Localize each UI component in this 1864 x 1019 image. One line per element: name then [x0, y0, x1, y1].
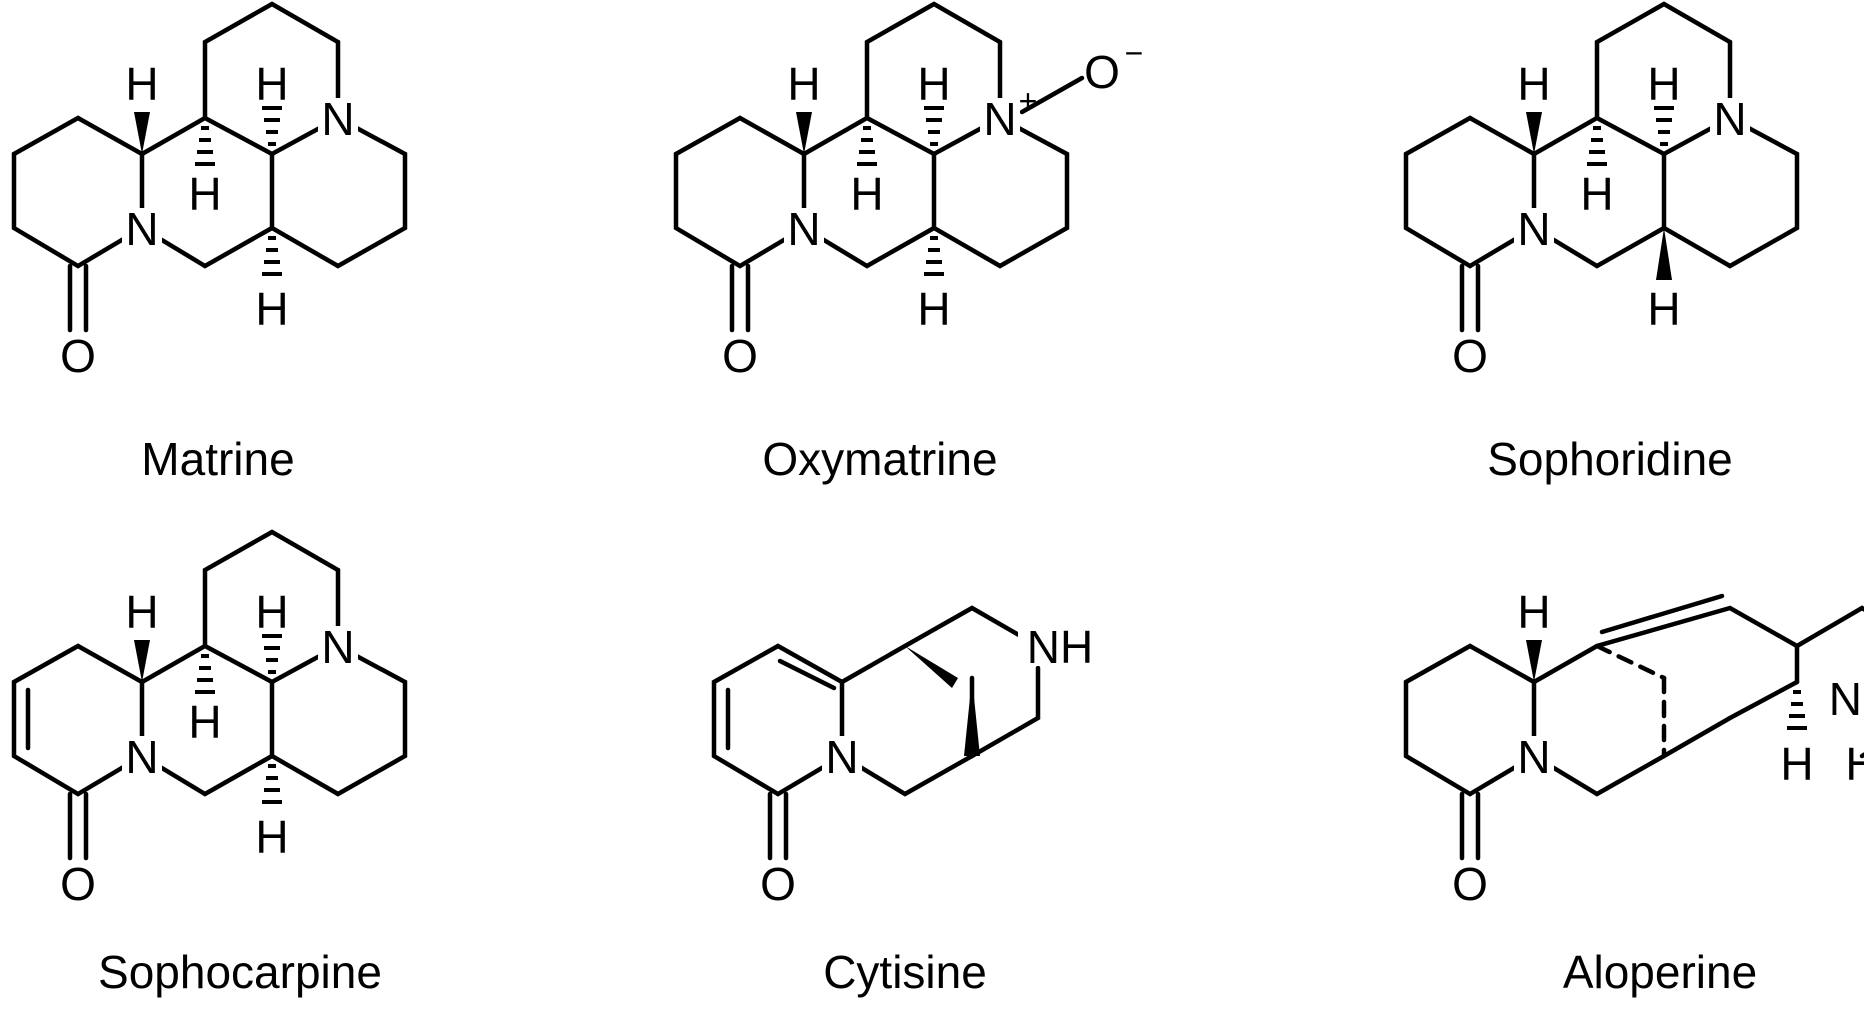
atom-o: O — [1452, 858, 1488, 910]
atom-h: H — [1580, 168, 1613, 220]
sophoridine-structure: N N H H H H O Sophoridine — [1403, 1, 1800, 485]
atom-h: H — [1517, 58, 1550, 110]
hash-bond — [1587, 106, 1674, 166]
atom-h: H — [255, 58, 288, 110]
atom-n: N — [787, 203, 820, 255]
atom-o: O — [760, 858, 796, 910]
hash-bond — [195, 106, 282, 276]
atom-n: N — [321, 621, 354, 673]
atom-o-minus: O — [1084, 46, 1120, 98]
atom-h: H — [255, 811, 288, 863]
atom-n: N — [125, 731, 158, 783]
atom-h: H — [188, 696, 221, 748]
atom-h: H — [255, 283, 288, 335]
atom-h: H — [1647, 283, 1680, 335]
atom-nh: NH — [1829, 673, 1864, 725]
atom-h: H — [1845, 738, 1864, 790]
compound-name-matrine: Matrine — [141, 433, 294, 485]
compound-name-sophocarpine: Sophocarpine — [98, 946, 382, 998]
hash-bond — [857, 106, 944, 276]
atom-nh: NH — [1027, 621, 1093, 673]
atom-h: H — [917, 283, 950, 335]
atom-o: O — [1452, 330, 1488, 382]
compound-name-aloperine: Aloperine — [1563, 946, 1757, 998]
atom-n: N — [1517, 203, 1550, 255]
atom-n: N — [825, 731, 858, 783]
hash-bond — [1787, 690, 1807, 730]
negative-charge: − — [1125, 35, 1144, 71]
aloperine-structure: N NH H H H O Aloperine — [1403, 586, 1864, 998]
cytisine-structure: N NH O Cytisine — [711, 605, 1093, 998]
atom-h: H — [1780, 738, 1813, 790]
positive-charge: + — [1019, 83, 1038, 119]
atom-h: H — [1647, 58, 1680, 110]
atom-o: O — [722, 330, 758, 382]
compound-name-oxymatrine: Oxymatrine — [762, 433, 997, 485]
hash-bond — [195, 634, 282, 804]
atom-h: H — [255, 586, 288, 638]
atom-o: O — [60, 330, 96, 382]
atom-n: N — [1517, 731, 1550, 783]
atom-h: H — [125, 58, 158, 110]
atom-h: H — [125, 586, 158, 638]
sophocarpine-structure: N N H H H H O Sophocarpine — [11, 529, 408, 998]
atom-n-plus: N — [983, 93, 1016, 145]
atom-h: H — [850, 168, 883, 220]
atom-h: H — [787, 58, 820, 110]
atom-h: H — [188, 168, 221, 220]
compound-name-cytisine: Cytisine — [823, 946, 987, 998]
atom-h: H — [917, 58, 950, 110]
atom-o: O — [60, 858, 96, 910]
atom-h: H — [1517, 586, 1550, 638]
oxymatrine-structure: N N + O − H H H H O Oxymatrine — [673, 1, 1144, 485]
atom-n: N — [1713, 93, 1746, 145]
atom-n: N — [321, 93, 354, 145]
matrine-structure: N N H H H H O Matrine — [11, 1, 408, 485]
atom-n: N — [125, 203, 158, 255]
compound-name-sophoridine: Sophoridine — [1487, 433, 1733, 485]
